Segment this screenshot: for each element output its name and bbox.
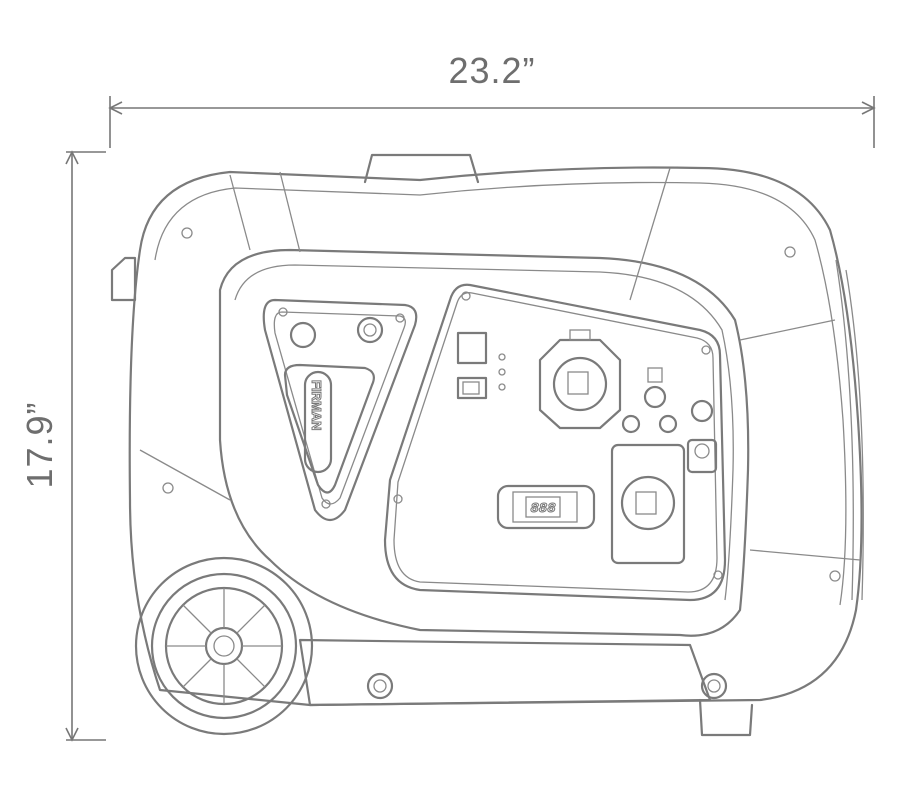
panel-recess-inner-edge	[234, 264, 734, 601]
engine-switch[interactable]	[456, 331, 488, 365]
height-label: 17.9”	[19, 401, 60, 488]
top-handle	[363, 153, 480, 184]
eco-switch-rocker	[462, 381, 480, 395]
digital-display: 888	[496, 484, 596, 530]
panel-recess	[218, 248, 750, 637]
fuel-cover	[262, 298, 418, 522]
eco-switch[interactable]	[456, 376, 488, 400]
body-inner-edge	[154, 181, 847, 606]
brand-logo: FIRMAN	[309, 380, 324, 431]
reset-button[interactable]	[356, 316, 384, 344]
control-panel-inner-edge	[393, 292, 718, 593]
panel-seam-lines	[139, 167, 861, 561]
width-label: 23.2”	[448, 50, 535, 91]
foot	[698, 698, 754, 737]
base	[298, 638, 712, 707]
logo-plate: FIRMAN	[283, 363, 375, 494]
duplex-outlet[interactable]	[610, 443, 686, 565]
base-bolts	[366, 672, 728, 700]
screws	[162, 227, 841, 582]
dc-outlet-group[interactable]	[621, 367, 718, 474]
choke-knob[interactable]	[289, 321, 317, 349]
indicator-lights	[498, 353, 506, 391]
control-panel	[383, 283, 727, 602]
side-grille	[835, 259, 864, 601]
wheel	[134, 556, 314, 736]
fuel-cover-inner-edge	[273, 311, 406, 505]
twist-lock-outlet[interactable]	[538, 329, 622, 430]
height-dimension-line	[65, 150, 106, 742]
display-readout: 888	[530, 501, 556, 517]
generator-body	[128, 166, 863, 707]
reset-button-center	[363, 323, 377, 337]
width-dimension-line	[108, 96, 876, 148]
side-latch	[110, 256, 137, 302]
